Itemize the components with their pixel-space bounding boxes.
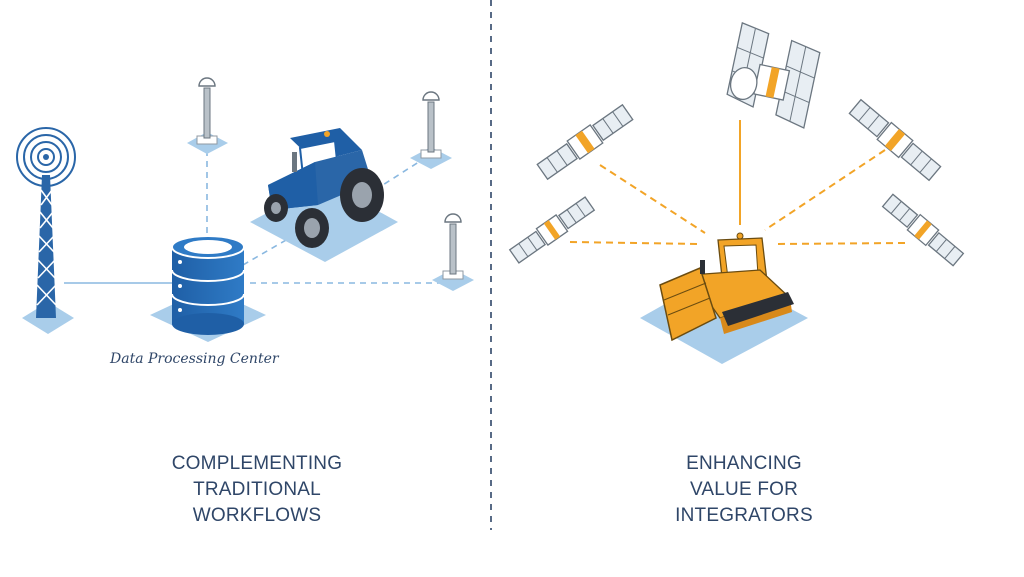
- right-caption-line-1: ENHANCING: [686, 453, 802, 474]
- tractor-icon: [250, 128, 398, 262]
- data-processing-center-label: Data Processing Center: [110, 351, 279, 367]
- left-caption-line-3: WORKFLOWS: [192, 505, 322, 526]
- satellite-icon: [848, 98, 942, 182]
- left-caption-line-1: COMPLEMENTING: [171, 453, 343, 474]
- satellite-icon: [536, 103, 634, 181]
- gnss-base-station-icon: [410, 91, 452, 169]
- right-caption-line-3: INTEGRATORS: [675, 505, 813, 526]
- left-connections: [64, 150, 440, 284]
- database-server-icon: [150, 235, 266, 342]
- gnss-base-station-icon: [432, 213, 474, 291]
- left-caption-line-2: TRADITIONAL: [193, 479, 321, 500]
- right-caption-line-2: VALUE FOR: [689, 479, 799, 500]
- left-panel-caption: COMPLEMENTING TRADITIONAL WORKFLOWS: [120, 451, 394, 529]
- gnss-base-station-icon: [187, 77, 228, 154]
- satellite-icon: [726, 21, 821, 129]
- satellite-icon: [881, 193, 965, 267]
- right-panel-caption: ENHANCING VALUE FOR INTEGRATORS: [610, 451, 878, 529]
- right-connections: [569, 120, 906, 245]
- cell-tower-icon: [16, 127, 76, 334]
- satellite-icon: [508, 196, 596, 264]
- bulldozer-icon: [640, 232, 808, 364]
